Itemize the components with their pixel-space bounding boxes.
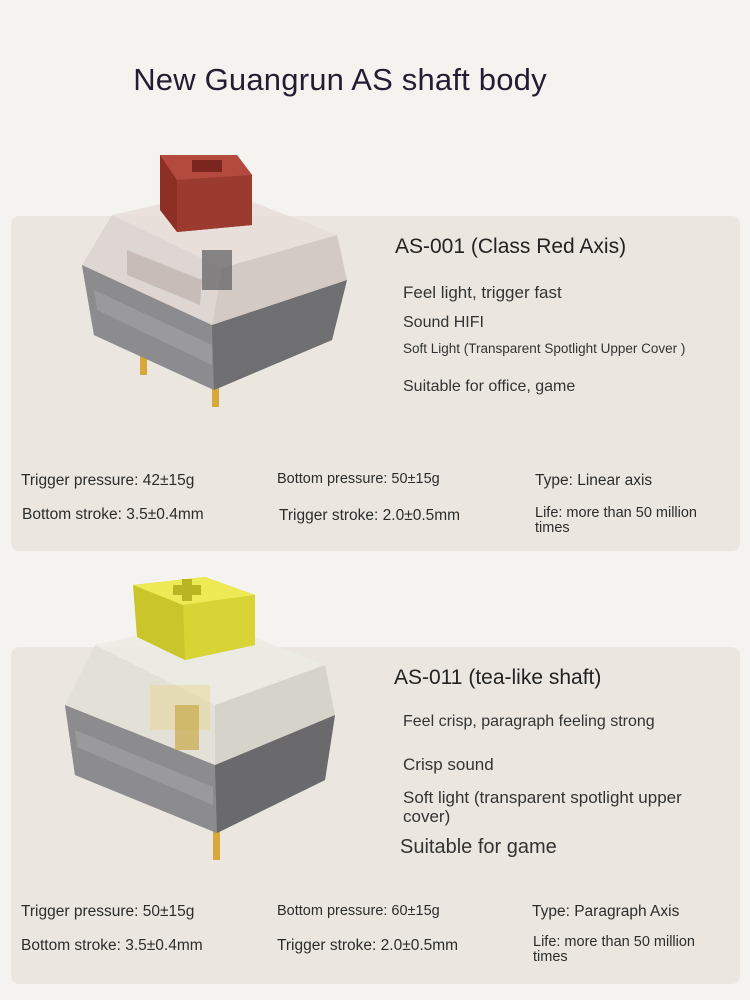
product-model-1: AS-001 (Class Red Axis): [395, 235, 627, 258]
spec-1-trigger-stroke: Trigger stroke: 2.0±0.5mm: [279, 507, 461, 524]
feature-1-1: Feel light, trigger fast: [403, 283, 562, 302]
feature-1-4: Suitable for office, game: [403, 378, 576, 395]
feature-2-2: Crisp sound: [403, 755, 494, 774]
spec-2-trigger-stroke: Trigger stroke: 2.0±0.5mm: [277, 937, 459, 954]
feature-1-3: Soft Light (Transparent Spotlight Upper …: [403, 341, 686, 356]
product-model-2: AS-011 (tea-like shaft): [394, 666, 602, 689]
red-switch-image: [82, 155, 347, 407]
feature-2-1: Feel crisp, paragraph feeling strong: [403, 713, 655, 730]
yellow-switch-image: [65, 577, 335, 860]
spec-2-type: Type: Paragraph Axis: [532, 903, 680, 920]
spec-2-bottom-stroke: Bottom stroke: 3.5±0.4mm: [21, 937, 203, 954]
spec-2-trigger-pressure: Trigger pressure: 50±15g: [21, 903, 195, 920]
spec-1-type: Type: Linear axis: [535, 472, 653, 489]
page-title: New Guangrun AS shaft body: [133, 62, 547, 97]
spec-2-life: Life: more than 50 million times: [533, 934, 695, 965]
spec-2-bottom-pressure: Bottom pressure: 60±15g: [277, 903, 440, 919]
spec-1-bottom-pressure: Bottom pressure: 50±15g: [277, 471, 440, 487]
feature-1-2: Sound HIFI: [403, 314, 484, 331]
spec-1-bottom-stroke: Bottom stroke: 3.5±0.4mm: [22, 506, 204, 523]
spec-1-trigger-pressure: Trigger pressure: 42±15g: [21, 472, 195, 489]
spec-1-life: Life: more than 50 million times: [535, 505, 697, 536]
feature-2-4: Suitable for game: [400, 836, 557, 858]
feature-2-3: Soft light (transparent spotlight upper …: [403, 788, 682, 826]
